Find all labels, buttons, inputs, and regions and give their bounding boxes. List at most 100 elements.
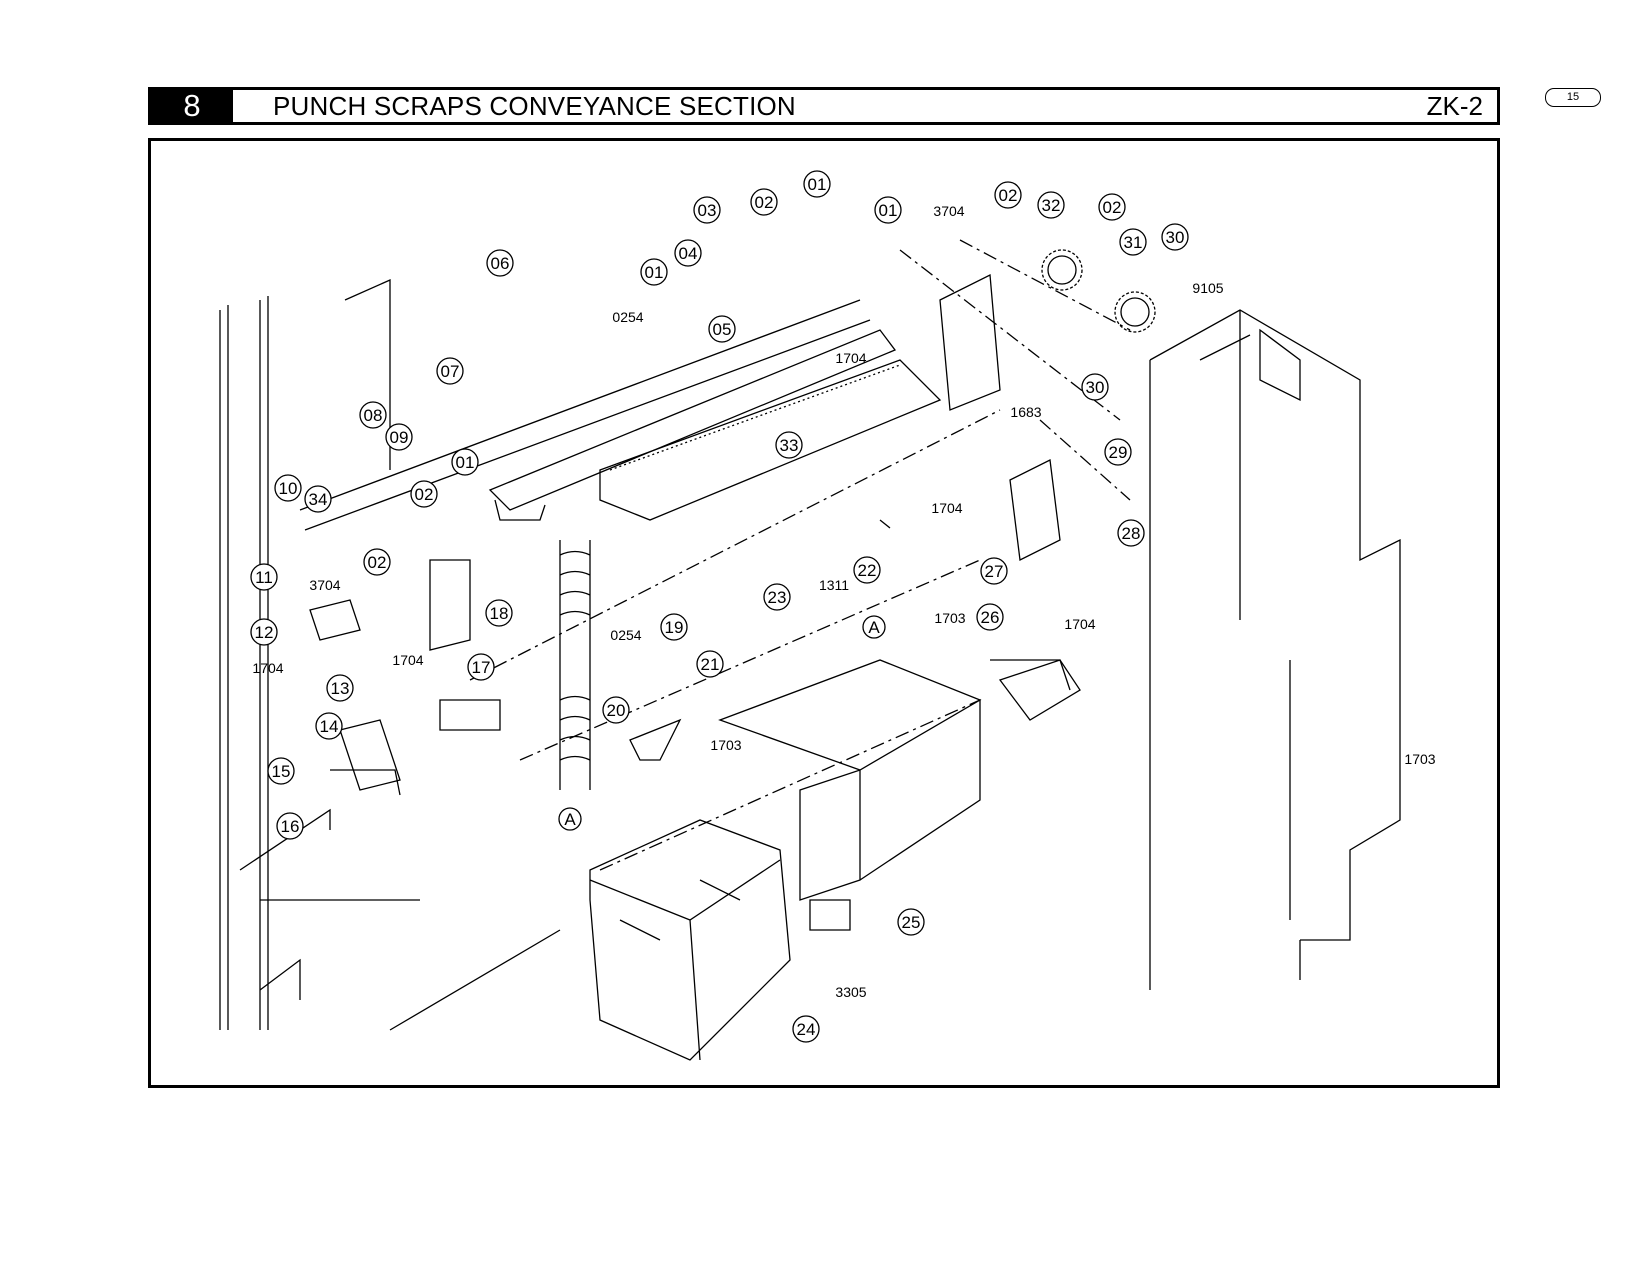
svg-text:31: 31 [1124,233,1143,252]
part-number: 1703 [710,737,741,753]
part-number: 1703 [934,610,965,626]
svg-text:25: 25 [902,913,921,932]
callout: 33 [775,431,803,459]
svg-text:22: 22 [858,561,877,580]
callout: 01 [640,258,668,286]
svg-text:01: 01 [879,201,898,220]
section-header: 8 PUNCH SCRAPS CONVEYANCE SECTION ZK-2 [148,87,1500,125]
callout: 14 [315,712,343,740]
callout: 12 [250,618,278,646]
callout: 24 [792,1015,820,1043]
callout-labels: 01 01 01 01 02 02 02 02 02 03 04 05 06 0… [250,170,1189,1043]
svg-text:02: 02 [999,186,1018,205]
svg-text:02: 02 [415,485,434,504]
svg-text:04: 04 [679,244,698,263]
svg-text:19: 19 [665,618,684,637]
callout: 08 [359,401,387,429]
svg-text:11: 11 [255,568,273,587]
svg-text:26: 26 [981,608,1000,627]
callout: 01 [803,170,831,198]
part-number: 1704 [392,652,423,668]
part-number: 3305 [835,984,866,1000]
svg-text:17: 17 [472,658,491,677]
section-number: 8 [151,88,233,123]
callout: 05 [708,315,736,343]
callout: 15 [267,757,295,785]
line-art [219,239,1401,1061]
callout: 34 [304,485,332,513]
callout: 17 [467,653,495,681]
svg-text:01: 01 [456,453,475,472]
callout: A [558,807,582,831]
part-number: 1704 [931,500,962,516]
callout: 21 [696,650,724,678]
svg-text:A: A [868,618,880,637]
part-number-labels: 3704 3704 9105 0254 0254 1704 1704 1704 … [252,203,1435,1000]
svg-text:24: 24 [797,1020,816,1039]
callout: 23 [763,583,791,611]
part-number: 3704 [309,577,340,593]
svg-text:08: 08 [364,406,383,425]
svg-text:16: 16 [281,817,300,836]
svg-text:09: 09 [390,428,409,447]
callout: 29 [1104,438,1132,466]
svg-text:30: 30 [1086,378,1105,397]
svg-text:23: 23 [768,588,787,607]
part-number: 1704 [1064,616,1095,632]
callout: 26 [976,603,1004,631]
callout: A [862,615,886,639]
part-number: 3704 [933,203,964,219]
callout: 16 [276,812,304,840]
svg-text:12: 12 [255,623,274,642]
svg-text:28: 28 [1122,524,1141,543]
svg-text:27: 27 [985,562,1004,581]
svg-text:A: A [564,810,576,829]
callout: 25 [897,908,925,936]
callout: 11 [250,563,278,591]
svg-text:29: 29 [1109,443,1128,462]
svg-text:01: 01 [645,263,664,282]
svg-text:15: 15 [272,762,291,781]
svg-text:32: 32 [1042,196,1061,215]
callout: 30 [1161,223,1189,251]
svg-text:13: 13 [331,679,350,698]
svg-text:20: 20 [607,701,626,720]
callout: 02 [750,188,778,216]
callout: 10 [274,474,302,502]
svg-text:02: 02 [368,553,387,572]
callout: 09 [385,423,413,451]
part-number: 1704 [835,350,866,366]
svg-text:14: 14 [320,717,339,736]
callout: 18 [485,599,513,627]
callout: 20 [602,696,630,724]
model-code: ZK-2 [1426,90,1483,121]
callout: 01 [874,196,902,224]
svg-text:05: 05 [713,320,732,339]
exploded-view-frame [148,138,1500,1088]
callout: 07 [436,357,464,385]
callout: 31 [1119,228,1147,256]
callout: 03 [693,196,721,224]
callout: 02 [363,548,391,576]
svg-text:06: 06 [491,254,510,273]
svg-text:01: 01 [808,175,827,194]
callout: 01 [451,448,479,476]
section-title: PUNCH SCRAPS CONVEYANCE SECTION [273,90,796,121]
svg-text:07: 07 [441,362,460,381]
svg-text:02: 02 [755,193,774,212]
part-number: 1703 [1404,751,1435,767]
callout: 04 [674,239,702,267]
callout: 02 [410,480,438,508]
svg-text:02: 02 [1103,198,1122,217]
part-number: 1311 [819,577,849,593]
callout: 02 [1098,193,1126,221]
callout: 06 [486,249,514,277]
svg-text:30: 30 [1166,228,1185,247]
callout: 19 [660,613,688,641]
svg-text:18: 18 [490,604,509,623]
part-number: 0254 [612,309,643,325]
callout: 22 [853,556,881,584]
callout: 28 [1117,519,1145,547]
svg-text:10: 10 [279,479,298,498]
